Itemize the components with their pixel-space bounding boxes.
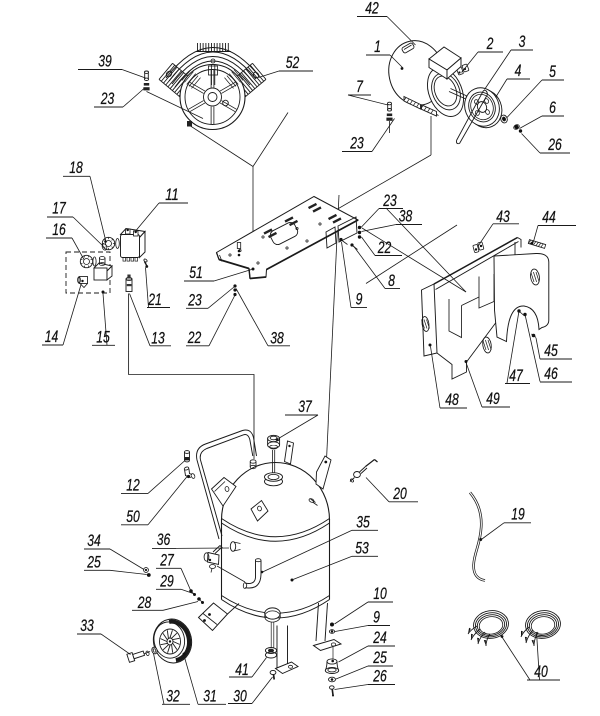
svg-text:1: 1 [374, 38, 381, 56]
svg-text:41: 41 [235, 661, 249, 679]
svg-text:36: 36 [157, 531, 171, 549]
svg-text:10: 10 [373, 585, 387, 603]
svg-text:11: 11 [165, 186, 179, 204]
svg-text:23: 23 [350, 135, 365, 153]
svg-text:24: 24 [373, 629, 387, 647]
svg-text:4: 4 [515, 62, 522, 80]
svg-text:48: 48 [445, 391, 459, 409]
svg-text:33: 33 [80, 617, 94, 635]
svg-text:12: 12 [126, 477, 140, 495]
svg-text:25: 25 [373, 649, 388, 667]
svg-text:25: 25 [87, 554, 102, 572]
svg-text:44: 44 [542, 209, 556, 227]
svg-text:23: 23 [383, 192, 398, 210]
svg-text:52: 52 [286, 54, 300, 72]
svg-text:43: 43 [496, 208, 510, 226]
svg-text:26: 26 [548, 136, 563, 154]
svg-text:5: 5 [549, 63, 556, 81]
svg-text:7: 7 [356, 78, 363, 96]
svg-text:15: 15 [96, 329, 110, 347]
svg-text:40: 40 [534, 663, 548, 681]
svg-text:22: 22 [377, 239, 391, 257]
svg-text:14: 14 [45, 328, 59, 346]
svg-text:46: 46 [544, 365, 558, 383]
svg-text:18: 18 [69, 159, 83, 177]
svg-text:16: 16 [52, 221, 66, 239]
svg-text:51: 51 [189, 264, 203, 282]
svg-text:50: 50 [126, 508, 140, 526]
svg-text:28: 28 [137, 594, 152, 612]
svg-text:8: 8 [388, 272, 395, 290]
svg-text:38: 38 [270, 330, 284, 348]
svg-text:23: 23 [100, 90, 115, 108]
svg-text:37: 37 [298, 398, 312, 416]
svg-text:26: 26 [373, 668, 388, 686]
svg-text:47: 47 [509, 367, 523, 385]
svg-text:23: 23 [188, 292, 203, 310]
svg-text:30: 30 [233, 688, 247, 706]
svg-text:9: 9 [373, 609, 380, 627]
svg-text:9: 9 [356, 291, 363, 309]
svg-text:19: 19 [511, 506, 525, 524]
svg-text:31: 31 [203, 688, 217, 706]
svg-text:38: 38 [399, 208, 413, 226]
svg-text:32: 32 [166, 688, 180, 706]
svg-text:45: 45 [544, 342, 558, 360]
svg-text:34: 34 [87, 532, 101, 550]
svg-text:2: 2 [486, 35, 494, 53]
svg-text:6: 6 [549, 99, 556, 117]
svg-text:39: 39 [98, 53, 112, 71]
svg-text:29: 29 [160, 573, 174, 591]
svg-text:49: 49 [486, 390, 500, 408]
svg-text:35: 35 [356, 514, 370, 532]
svg-text:21: 21 [148, 291, 162, 309]
svg-text:53: 53 [355, 540, 369, 558]
svg-text:22: 22 [187, 329, 201, 347]
svg-text:3: 3 [519, 33, 526, 51]
svg-text:42: 42 [365, 0, 379, 18]
svg-text:17: 17 [52, 200, 66, 218]
svg-text:27: 27 [160, 552, 175, 570]
svg-text:20: 20 [393, 485, 408, 503]
svg-text:13: 13 [151, 330, 165, 348]
